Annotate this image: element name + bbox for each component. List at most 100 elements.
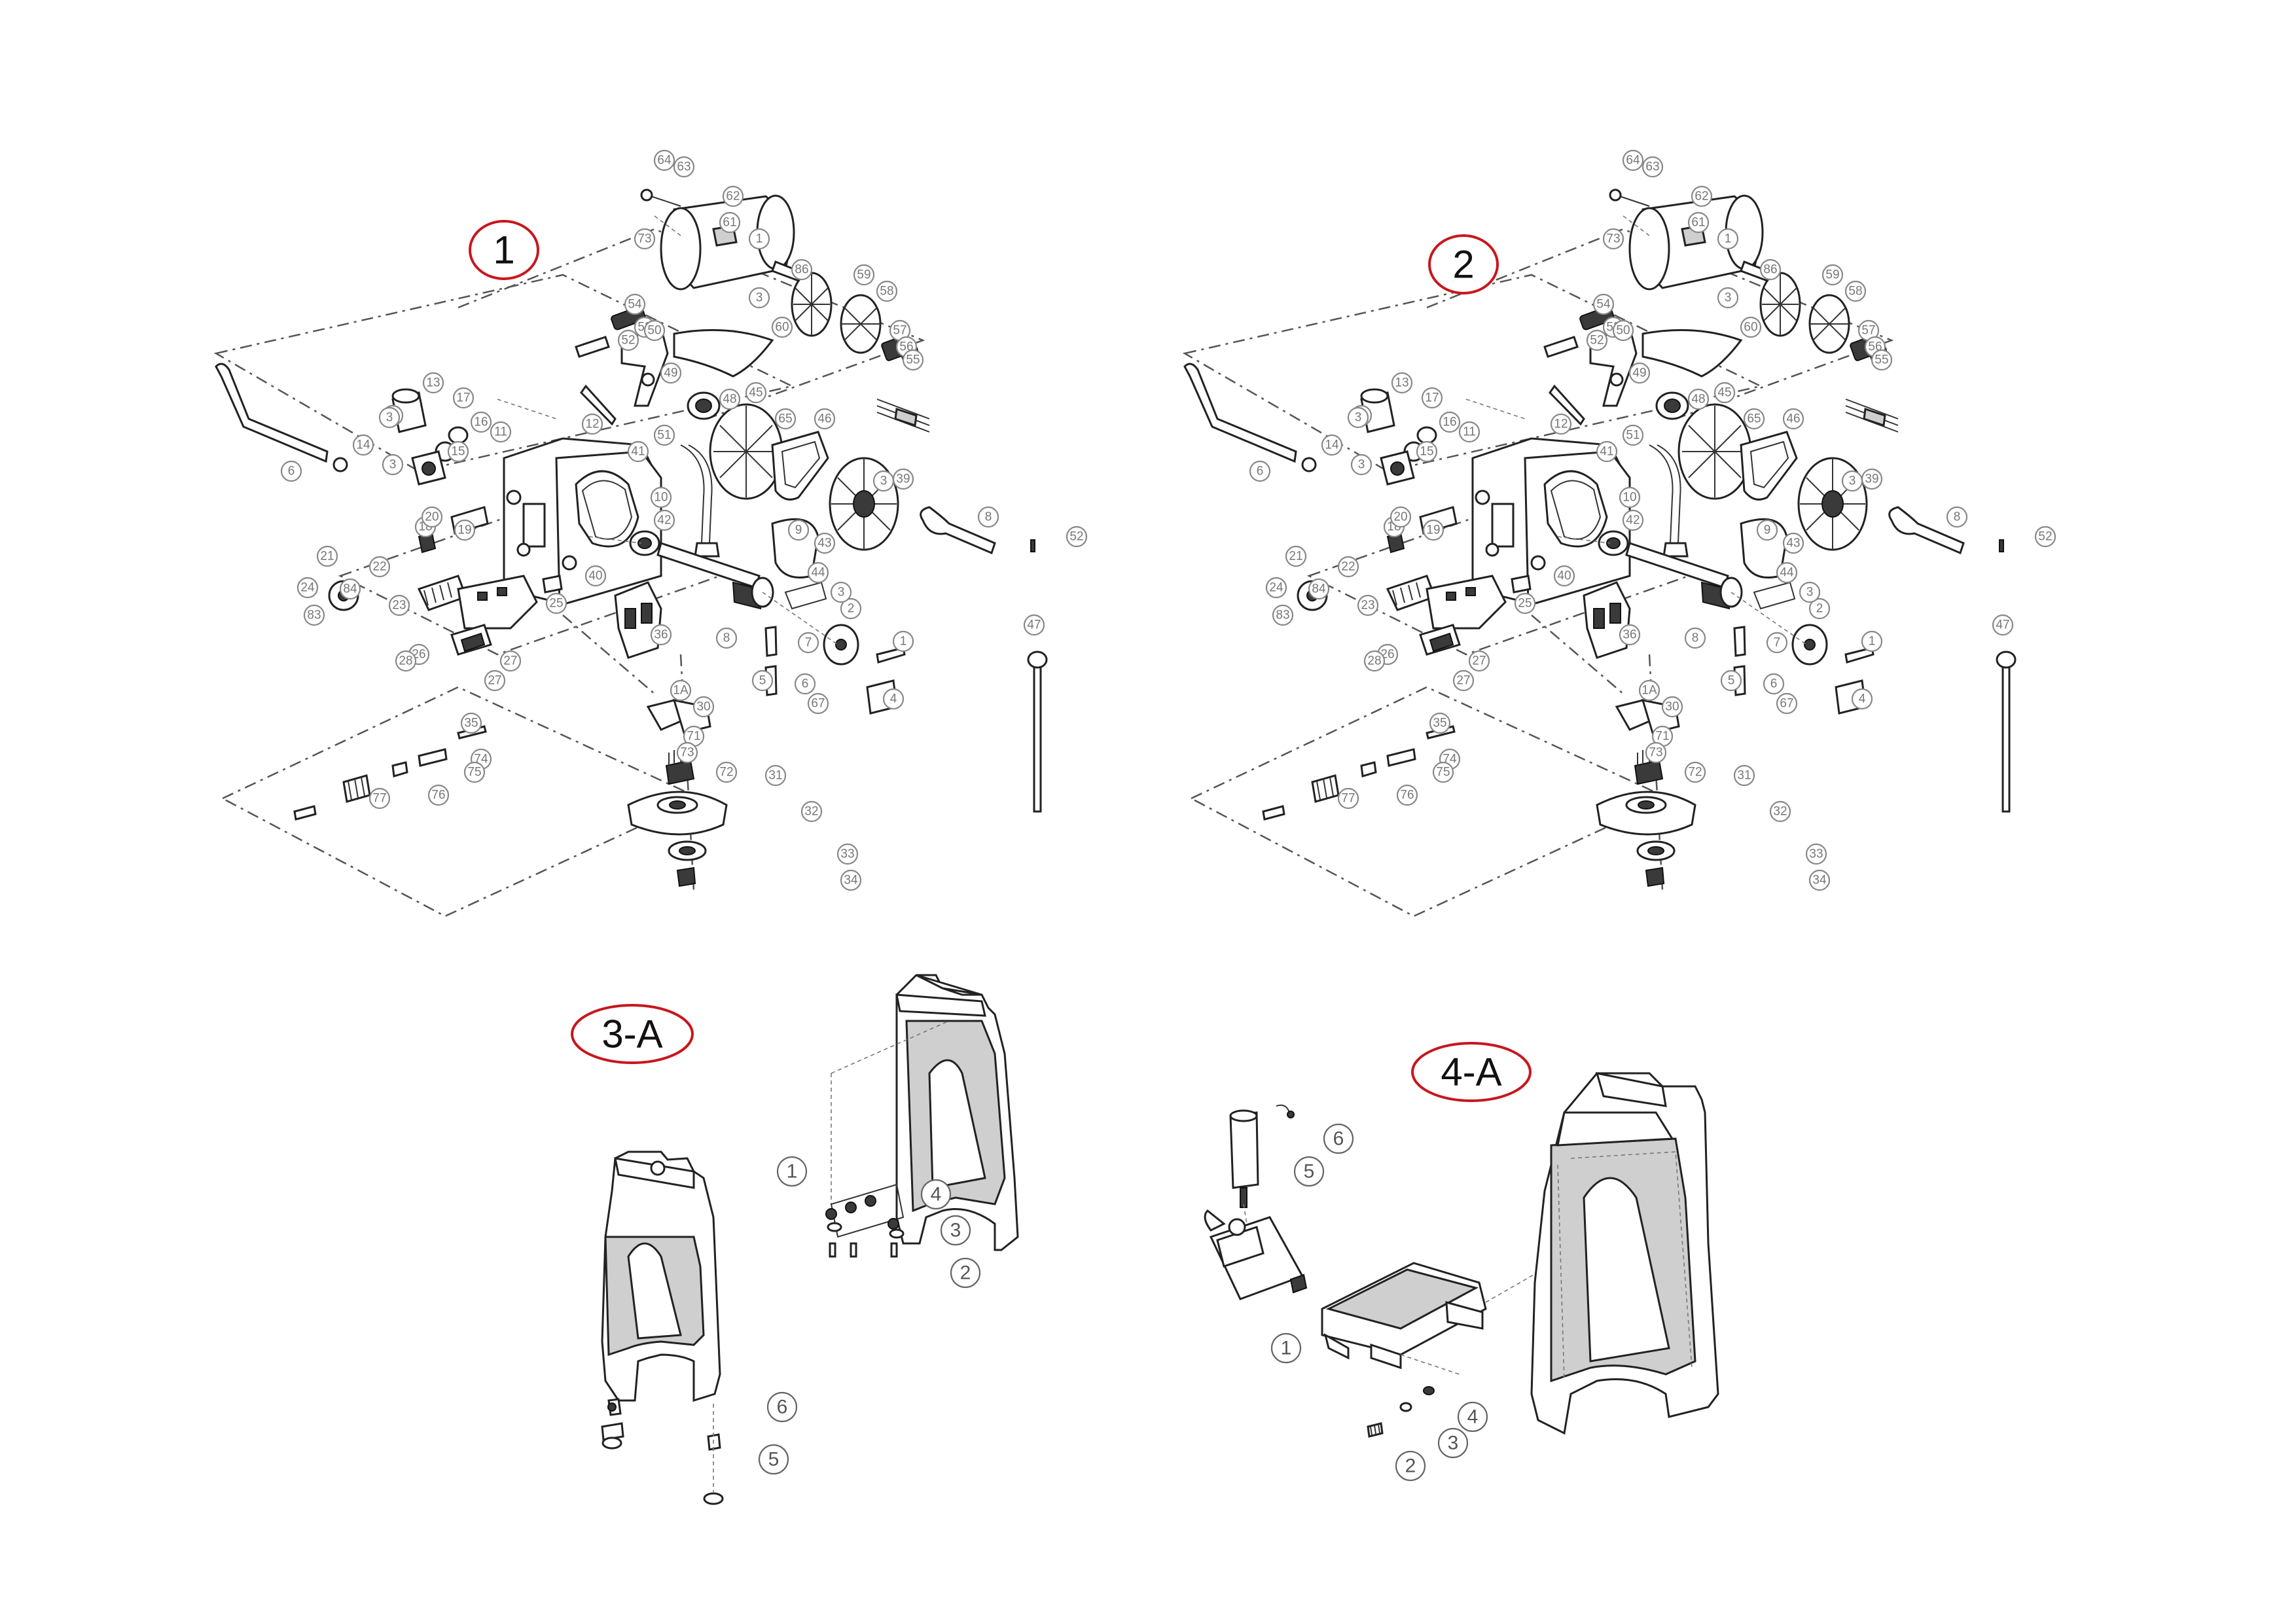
view1-callout: 47 — [1023, 614, 1045, 636]
view2-callout-number: 19 — [1426, 524, 1440, 537]
section-label-1-text: 1 — [493, 228, 514, 272]
view2-callout: 84 — [1308, 578, 1330, 600]
section-label-3a-text: 3-A — [601, 1012, 662, 1056]
view1-callout-number: 62 — [726, 190, 740, 204]
view1-callout-number: 32 — [804, 805, 818, 819]
view1-callout-number: 6 — [802, 677, 809, 691]
view2-callout: 7 — [1766, 632, 1788, 654]
view1-callout: 9 — [787, 519, 810, 541]
view1-callout-number: 3 — [386, 411, 393, 425]
view1-callout-number: 11 — [494, 425, 507, 439]
view2-callout: 3 — [1347, 406, 1369, 429]
view2-callout-number: 71 — [1655, 730, 1669, 743]
view1-callout-number: 71 — [687, 730, 700, 743]
view1-callout-number: 43 — [817, 537, 831, 550]
view1-callout: 67 — [807, 692, 829, 715]
view2-callout-number: 40 — [1557, 569, 1571, 583]
view1-callout-number: 31 — [768, 769, 782, 783]
view2-callout: 22 — [1337, 556, 1359, 578]
view1-callout: 1 — [892, 630, 914, 652]
view2-callout: 48 — [1687, 388, 1710, 410]
view1-callout-number: 14 — [356, 438, 370, 452]
view1-callout: 14 — [352, 434, 374, 456]
stand3a-callout: 6 — [766, 1391, 798, 1423]
view2-callout-number: 48 — [1691, 393, 1705, 406]
view1-callout: 75 — [463, 761, 486, 783]
view1-callout-number: 27 — [488, 674, 501, 688]
view1-callout-number: 22 — [372, 560, 386, 574]
view2-callout: 55 — [1871, 349, 1893, 371]
view1-callout-number: 46 — [817, 412, 831, 426]
view1-callout-number: 73 — [637, 232, 651, 246]
view2-callout: 43 — [1782, 532, 1804, 554]
view1-callout: 7 — [797, 632, 819, 654]
view2-callout-number: 3 — [1358, 458, 1365, 472]
view2-callout-number: 27 — [1472, 654, 1486, 668]
view2-callout: 21 — [1285, 545, 1307, 567]
view1-callout-number: 16 — [474, 416, 488, 429]
view2-callout: 9 — [1756, 519, 1778, 541]
view2-callout: 52 — [2034, 526, 2056, 548]
view2-callout: 41 — [1596, 440, 1618, 463]
bed4a-callout-number: 1 — [1281, 1338, 1292, 1359]
view2-callout: 27 — [1452, 669, 1475, 692]
view1-callout-number: 57 — [893, 324, 906, 338]
view2-callout: 5 — [1720, 669, 1742, 692]
view2-callout: 14 — [1321, 434, 1343, 456]
bed4a-callout-number: 6 — [1333, 1128, 1344, 1150]
view1-callout: 28 — [395, 650, 417, 672]
view2-callout: 67 — [1776, 692, 1798, 715]
view1-callout-number: 17 — [456, 391, 470, 405]
stand3a-callout-number: 5 — [768, 1449, 780, 1471]
view2-callout-number: 34 — [1812, 874, 1827, 887]
view1-callout-number: 35 — [464, 717, 478, 730]
view2-callout-number: 45 — [1717, 386, 1731, 400]
view1-callout-number: 8 — [723, 632, 730, 645]
view2-callout: 3 — [1799, 581, 1821, 603]
view1-callout: 8 — [715, 627, 738, 649]
view1-callout-number: 20 — [425, 510, 439, 524]
view1-callout: 27 — [499, 650, 522, 672]
view2-callout: 72 — [1684, 761, 1706, 783]
view2-callout-number: 22 — [1341, 560, 1355, 574]
view1-callout: 31 — [764, 764, 787, 787]
view1-callout: 52 — [1066, 526, 1088, 548]
view2-callout-number: 31 — [1737, 769, 1751, 783]
view2-callout: 27 — [1468, 650, 1490, 672]
view2-callout-number: 4 — [1859, 692, 1866, 706]
view2-callout: 46 — [1782, 408, 1804, 430]
view2-callout: 35 — [1429, 712, 1451, 734]
view1-callout-number: 42 — [657, 514, 671, 527]
view1-callout: 49 — [660, 362, 682, 384]
view2-callout: 45 — [1713, 382, 1736, 404]
view2-callout-number: 20 — [1393, 510, 1407, 524]
view1-callout-number: 84 — [343, 582, 357, 596]
view1-callout: 25 — [545, 592, 567, 615]
view1-callout: 46 — [814, 408, 836, 430]
view2-callout-number: 28 — [1367, 654, 1381, 668]
view1-callout-number: 8 — [985, 510, 992, 524]
view1-callout: 40 — [584, 565, 607, 587]
view2-callout-number: 76 — [1400, 789, 1414, 802]
stand3a-callout: 2 — [950, 1257, 981, 1289]
view1-callout: 5 — [751, 669, 774, 692]
view1-callout-number: 1 — [756, 232, 763, 246]
section-label-2: 2 — [1428, 234, 1499, 294]
view1-callout-number: 83 — [307, 609, 321, 622]
bed-extension-4a — [1204, 1072, 1719, 1438]
view2-callout: 42 — [1622, 509, 1644, 531]
view2-callout-number: 27 — [1456, 674, 1470, 688]
view1-callout-number: 72 — [719, 766, 733, 779]
stand3a-callout-number: 3 — [950, 1220, 961, 1241]
view2-callout: 6 — [1763, 673, 1785, 695]
view1-callout: 23 — [388, 594, 410, 616]
view1-callout-number: 50 — [647, 324, 661, 338]
view1-callout: 12 — [581, 413, 603, 435]
view1-callout: 84 — [339, 578, 361, 600]
view2-callout-number: 46 — [1786, 412, 1800, 426]
view2-callout: 3 — [1717, 287, 1739, 309]
view2-callout: 33 — [1805, 843, 1827, 865]
view1-callout: 4 — [882, 688, 905, 710]
callouts-view-1: 6463626117386360595857565554535213171611… — [280, 149, 1088, 891]
